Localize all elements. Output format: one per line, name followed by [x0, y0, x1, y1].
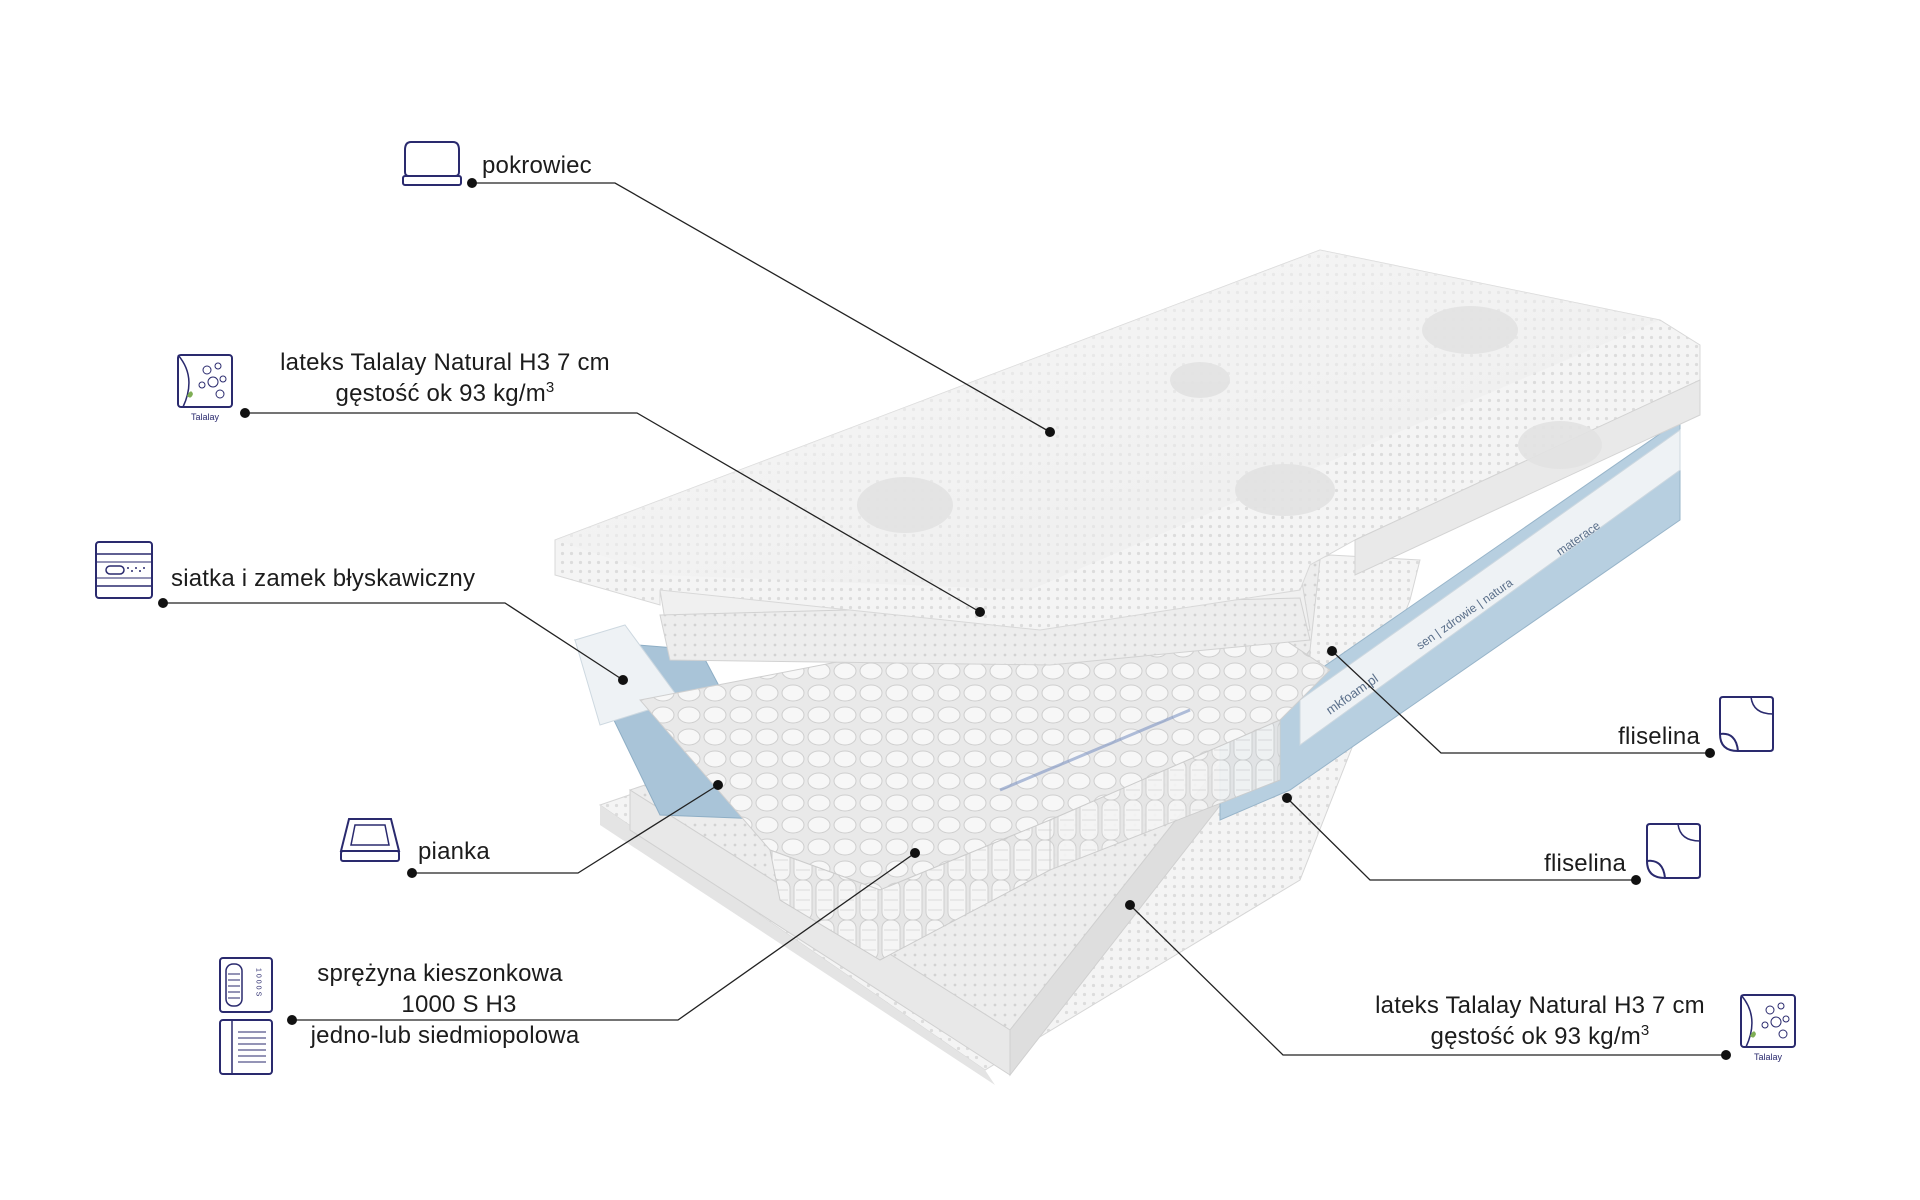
callout-cover: pokrowiec — [482, 150, 592, 181]
callout-fleece-top: fliselina — [1540, 721, 1700, 752]
foam-frame-icon — [339, 818, 401, 862]
latex-bottom-sup: 3 — [1640, 1022, 1650, 1039]
cover-label: pokrowiec — [482, 152, 592, 179]
callout-latex-bottom: lateks Talalay Natural H3 7 cm gęstość o… — [1345, 990, 1735, 1052]
springs-line2: 1000 S H3 — [401, 991, 517, 1018]
fleece-sheet-icon — [1719, 696, 1774, 752]
callout-fleece-bottom: fliselina — [1466, 848, 1626, 879]
fleece-bottom-label: fliselina — [1544, 850, 1626, 877]
fleece-top-label: fliselina — [1618, 723, 1700, 750]
zipper-mesh-icon — [95, 541, 153, 599]
foam-label: pianka — [418, 838, 490, 865]
zones-icon — [219, 1019, 273, 1075]
talalay-caption: Talalay — [1754, 1052, 1783, 1062]
leader-fleece-top — [1331, 650, 1710, 754]
latex-bottom-density: gęstość ok 93 kg/m — [1430, 1023, 1641, 1050]
latex-top-density: gęstość ok 93 kg/m — [335, 380, 546, 407]
spring-icon-digits: 1000S — [255, 968, 262, 998]
springs-line1: sprężyna kieszonkowa — [317, 960, 563, 987]
latex-bottom-line1: lateks Talalay Natural H3 7 cm — [1375, 992, 1705, 1019]
leader-springs — [292, 852, 916, 1021]
mesh-zip-label: siatka i zamek błyskawiczny — [171, 565, 476, 592]
fleece-sheet-icon — [1646, 823, 1701, 879]
callout-mesh-zip: siatka i zamek błyskawiczny — [171, 563, 475, 594]
leader-foam — [412, 784, 719, 874]
leader-dots — [158, 178, 1731, 1060]
leader-cover — [472, 182, 1051, 433]
callout-foam: pianka — [418, 836, 490, 867]
leader-fleece-bottom — [1286, 797, 1636, 881]
leader-mesh-zip — [163, 602, 624, 681]
talalay-latex-icon: Talalay — [177, 354, 233, 422]
callout-springs: sprężyna kieszonkowa 1000 S H3 jedno-lub… — [290, 958, 590, 1051]
mattress-cover-icon — [402, 141, 462, 186]
leader-lines — [163, 182, 1726, 1056]
latex-bottom-line2: gęstość ok 93 kg/m3 — [1345, 1021, 1735, 1052]
latex-top-sup: 3 — [545, 379, 555, 396]
callout-latex-top: lateks Talalay Natural H3 7 cm gęstość o… — [250, 347, 640, 409]
springs-line3: jedno-lub siedmiopolowa — [310, 1022, 580, 1049]
pocket-spring-block — [639, 589, 1331, 961]
talalay-caption: Talalay — [191, 412, 220, 422]
leader-latex-bottom — [1129, 904, 1726, 1056]
top-cover — [554, 249, 1701, 631]
latex-top-line1: lateks Talalay Natural H3 7 cm — [280, 349, 610, 376]
talalay-latex-icon: Talalay — [1740, 994, 1796, 1062]
latex-top-line2: gęstość ok 93 kg/m3 — [250, 378, 640, 409]
leader-latex-top — [245, 412, 981, 613]
pocket-spring-icon: 1000S — [219, 957, 273, 1013]
